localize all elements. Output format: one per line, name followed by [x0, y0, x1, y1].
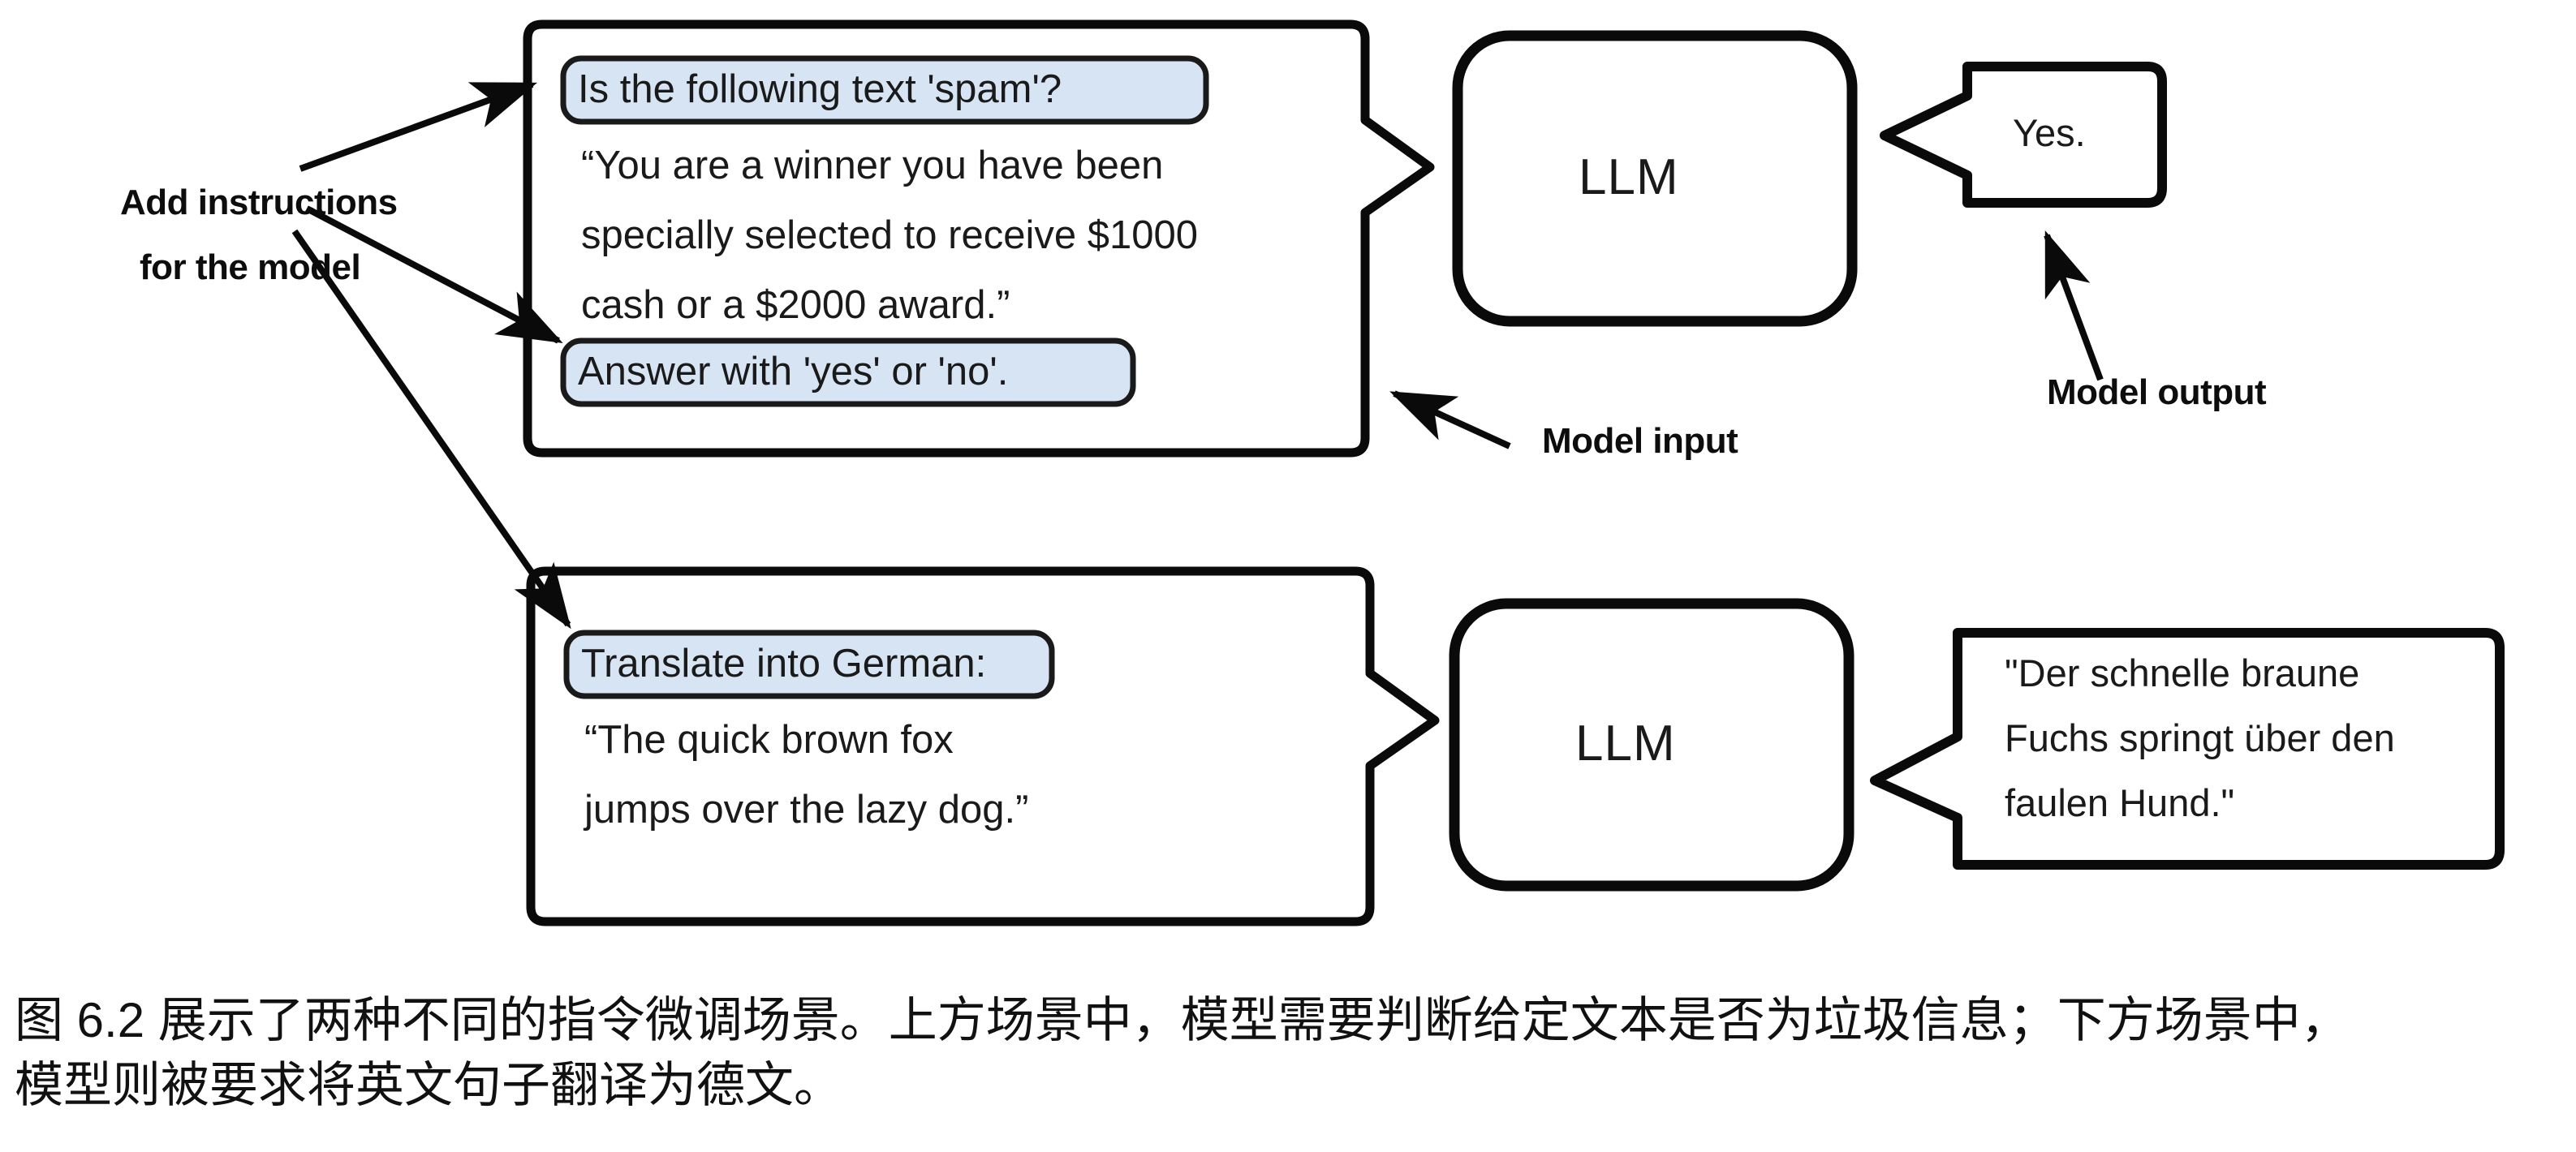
diagram-vector-layer	[291, 19, 2505, 926]
llm-box-bottom	[1449, 598, 1854, 892]
german-output-line-1: "Der schnelle braune	[2005, 651, 2360, 694]
german-output-line-3: faulen Hund."	[2005, 781, 2235, 824]
arrow-model-input	[1389, 390, 1511, 449]
annotation-add-instructions-line2: for the model	[140, 247, 361, 287]
output-bubble-yes	[1880, 62, 2167, 208]
input-body-line-3: cash or a $2000 award.”	[581, 283, 1010, 327]
translate-body-line-2: jumps over the lazy dog.”	[584, 788, 1029, 832]
caption-line-2: 模型则被要求将英文句子翻译为德文。	[15, 1057, 842, 1112]
annotation-add-instructions-line1: Add instructions	[120, 183, 398, 222]
annotation-model-output: Model output	[2047, 372, 2267, 412]
arrow-model-output	[2044, 230, 2104, 381]
instruction-label-translate: Translate into German:	[581, 642, 987, 686]
output-bubble-german	[1870, 628, 2505, 870]
german-output-line-2: Fuchs springt über den	[2005, 716, 2395, 759]
annotation-model-input: Model input	[1542, 421, 1738, 461]
llm-box-top	[1452, 30, 1858, 327]
input-body-line-2: specially selected to receive $1000	[581, 213, 1198, 257]
instruction-highlight-spam-bottom	[560, 337, 1136, 407]
output-text-yes: Yes.	[2013, 111, 2086, 154]
input-body-line-1: “You are a winner you have been	[581, 144, 1164, 187]
arrow-add-instructions-to-bottom-pill	[305, 205, 563, 344]
instruction-highlight-translate	[563, 630, 1055, 699]
instruction-highlight-spam-top	[560, 55, 1209, 125]
arrow-add-instructions-to-translate-pill	[291, 229, 571, 630]
diagram-text-layer: Is the following text 'spam'? “You are a…	[120, 67, 2395, 832]
arrow-add-instructions-to-top-pill	[299, 81, 538, 172]
instruction-label-spam-top: Is the following text 'spam'?	[578, 67, 1062, 111]
llm-label-top: LLM	[1579, 149, 1679, 205]
llm-label-bottom: LLM	[1575, 716, 1676, 772]
translate-body-line-1: “The quick brown fox	[584, 718, 954, 762]
figure-caption: 图 6.2 展示了两种不同的指令微调场景。上方场景中，模型需要判断给定文本是否为…	[15, 988, 2563, 1118]
instruction-label-spam-bottom: Answer with 'yes' or 'no'.	[578, 350, 1009, 393]
caption-line-1: 图 6.2 展示了两种不同的指令微调场景。上方场景中，模型需要判断给定文本是否为…	[15, 993, 2350, 1047]
